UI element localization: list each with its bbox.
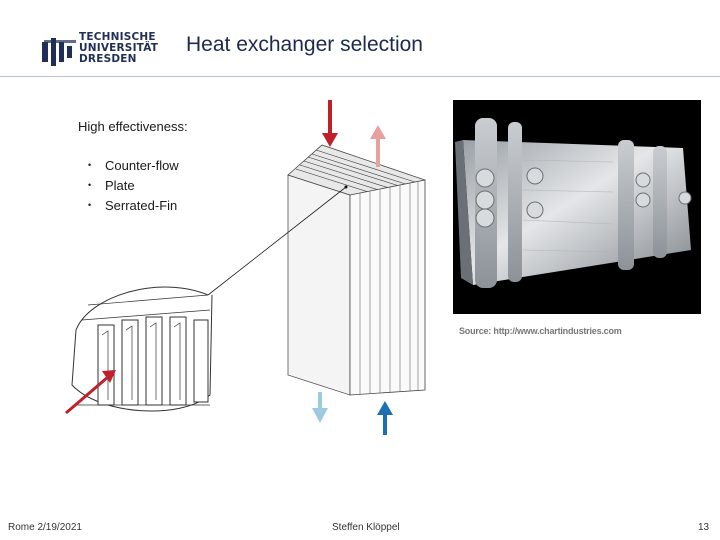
page-number: 13: [698, 522, 710, 533]
hot-inlet-arrow-icon: [322, 100, 338, 147]
list-item: •Serrated-Fin: [88, 198, 178, 213]
section-heading: High effectiveness:: [78, 119, 188, 134]
cold-outlet-arrow-icon: [312, 392, 328, 423]
plate-fin-diagram: [65, 100, 426, 435]
plate-fin-block: [287, 144, 426, 396]
image-source-caption: Source: http://www.chartindustries.com: [459, 326, 622, 336]
slide-title: Heat exchanger selection: [186, 33, 423, 56]
heat-exchanger-photo: [453, 100, 701, 314]
hot-outlet-arrow-icon: [370, 125, 386, 167]
list-item: •Counter-flow: [88, 158, 179, 173]
cold-inlet-arrow-icon: [377, 401, 393, 435]
list-item: •Plate: [88, 178, 135, 193]
tu-dresden-logo-icon: [42, 38, 76, 66]
header-divider: [0, 76, 720, 77]
feature-list: •Counter-flow •Plate •Serrated-Fin: [78, 157, 179, 217]
flow-arrow-icon: [65, 370, 116, 415]
footer-author: Steffen Klöppel: [332, 522, 400, 533]
footer-location-date: Rome 2/19/2021: [8, 522, 82, 533]
university-name: TECHNISCHE UNIVERSITÄT DRESDEN: [79, 31, 159, 65]
serrated-fin-closeup: [71, 286, 213, 412]
detail-leader-line: [207, 186, 347, 296]
